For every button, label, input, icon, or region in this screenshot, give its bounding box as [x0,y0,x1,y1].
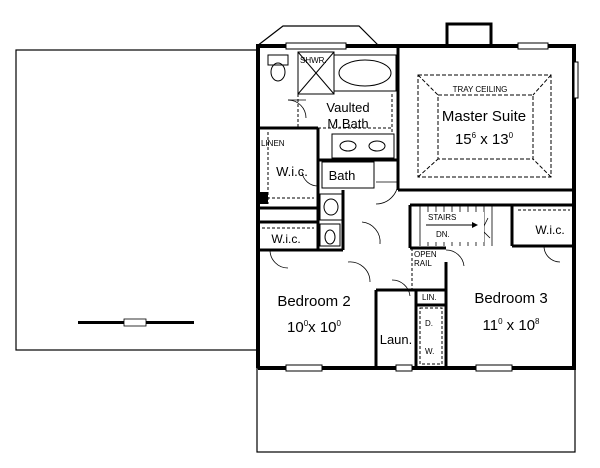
vaulted-bath-line2: M.Bath [327,116,368,131]
washer-label: W. [425,347,434,356]
bed3-dim-x: x 10 [503,317,536,334]
shower-label: SHWR. [300,56,327,65]
porch-roof-outline [256,367,576,453]
bedroom-3-dimensions: 110 x 108 [482,317,540,334]
bed3-dim-a: 11 [482,317,498,334]
wic-1-label: W.i.c. [276,164,308,179]
hall-bathtub [321,161,375,189]
vaulted-bath-line1: Vaulted [326,100,369,115]
roof-vent [123,318,147,327]
bedroom-3-title: Bedroom 3 [474,290,547,307]
closet-shelves [262,132,570,229]
down-label: DN. [436,230,450,239]
master-dim-x: x 13 [476,131,509,148]
master-suite-title: Master Suite [442,108,526,125]
bathtub [333,54,397,92]
structural-post [258,192,268,204]
bed2-dim-b-sup: 0 [337,319,342,328]
door-swings [269,99,561,297]
windows [285,42,549,372]
bed2-dim-a: 10 [287,319,304,336]
bed3-dim-b-sup: 8 [535,317,540,326]
tray-ceiling-label: TRAY CEILING [453,85,508,94]
master-dim-a-sup: 6 [472,131,477,140]
master-dim-a: 15 [455,131,472,148]
linen-small-label: LIN. [422,293,437,302]
wic-2-label: W.i.c. [271,232,300,246]
bedroom-2-title: Bedroom 2 [277,293,350,310]
bed3-dim-a-sup: 0 [498,317,503,326]
bed2-dim-a-sup: 0 [304,319,309,328]
bed2-dim-x: x 10 [308,319,336,336]
bath-label: Bath [329,168,356,183]
chimney [445,22,493,48]
master-dim-b-sup: 0 [509,131,514,140]
tray-ceiling [417,74,552,178]
bay-window-roof [256,25,380,47]
bedroom-2-dimensions: 100x 100 [287,319,342,336]
stairs-arrow-head [472,222,478,228]
double-vanity [331,133,395,159]
master-suite-dimensions: 156 x 130 [455,131,514,148]
side-window [573,61,579,99]
laundry-label: Laun. [380,332,413,347]
wic-3-label: W.i.c. [535,223,564,237]
open-rail-line1: OPEN [414,250,437,259]
exterior-walls [256,44,576,370]
open-rail-line2: RAIL [414,259,432,268]
stairs-label: STAIRS [428,213,456,222]
garage-roof-outline [15,49,258,351]
dryer-label: D. [425,319,433,328]
washer-dryer [419,307,443,365]
linen-label: LINEN [261,139,285,148]
bath-fixtures [267,51,397,247]
